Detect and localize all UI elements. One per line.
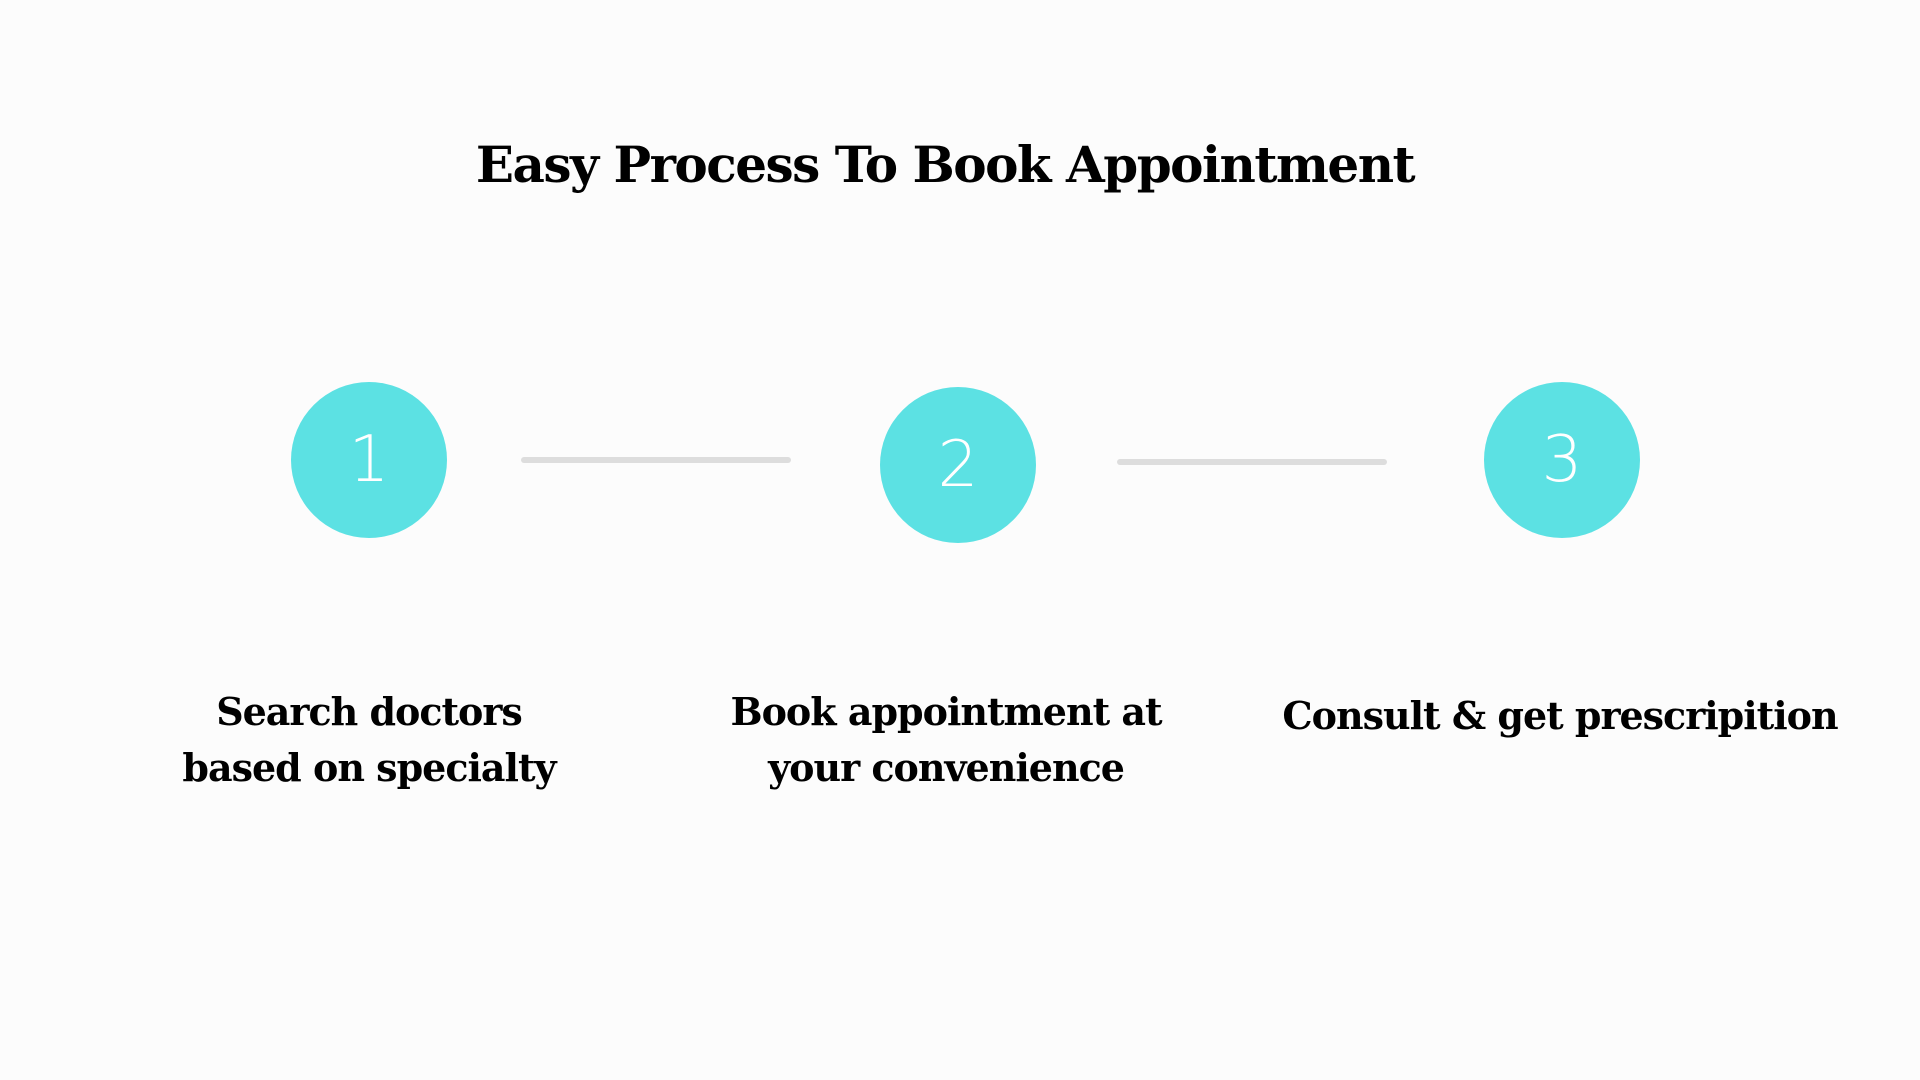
step-2-label: Book appointment at your convenience (686, 684, 1206, 796)
step-3-label-line1: Consult & get prescripition (1282, 693, 1838, 738)
step-3-label: Consult & get prescripition (1260, 688, 1860, 744)
step-1-label-line1: Search doctors (216, 689, 523, 734)
step-1-label: Search doctors based on specialty (109, 684, 629, 796)
page-title: Easy Process To Book Appointment (475, 135, 1416, 194)
step-1-label-line2: based on specialty (182, 745, 556, 790)
step-2-circle: 2 (880, 387, 1036, 543)
step-2-label-line2: your convenience (768, 745, 1125, 790)
step-2-label-line1: Book appointment at (730, 689, 1162, 734)
step-1-circle: 1 (291, 382, 447, 538)
connector-1-2 (521, 457, 791, 463)
connector-2-3 (1117, 459, 1387, 465)
step-2-number: 2 (937, 428, 979, 502)
step-1-number: 1 (348, 423, 390, 497)
step-3-number: 3 (1541, 423, 1583, 497)
step-3-circle: 3 (1484, 382, 1640, 538)
